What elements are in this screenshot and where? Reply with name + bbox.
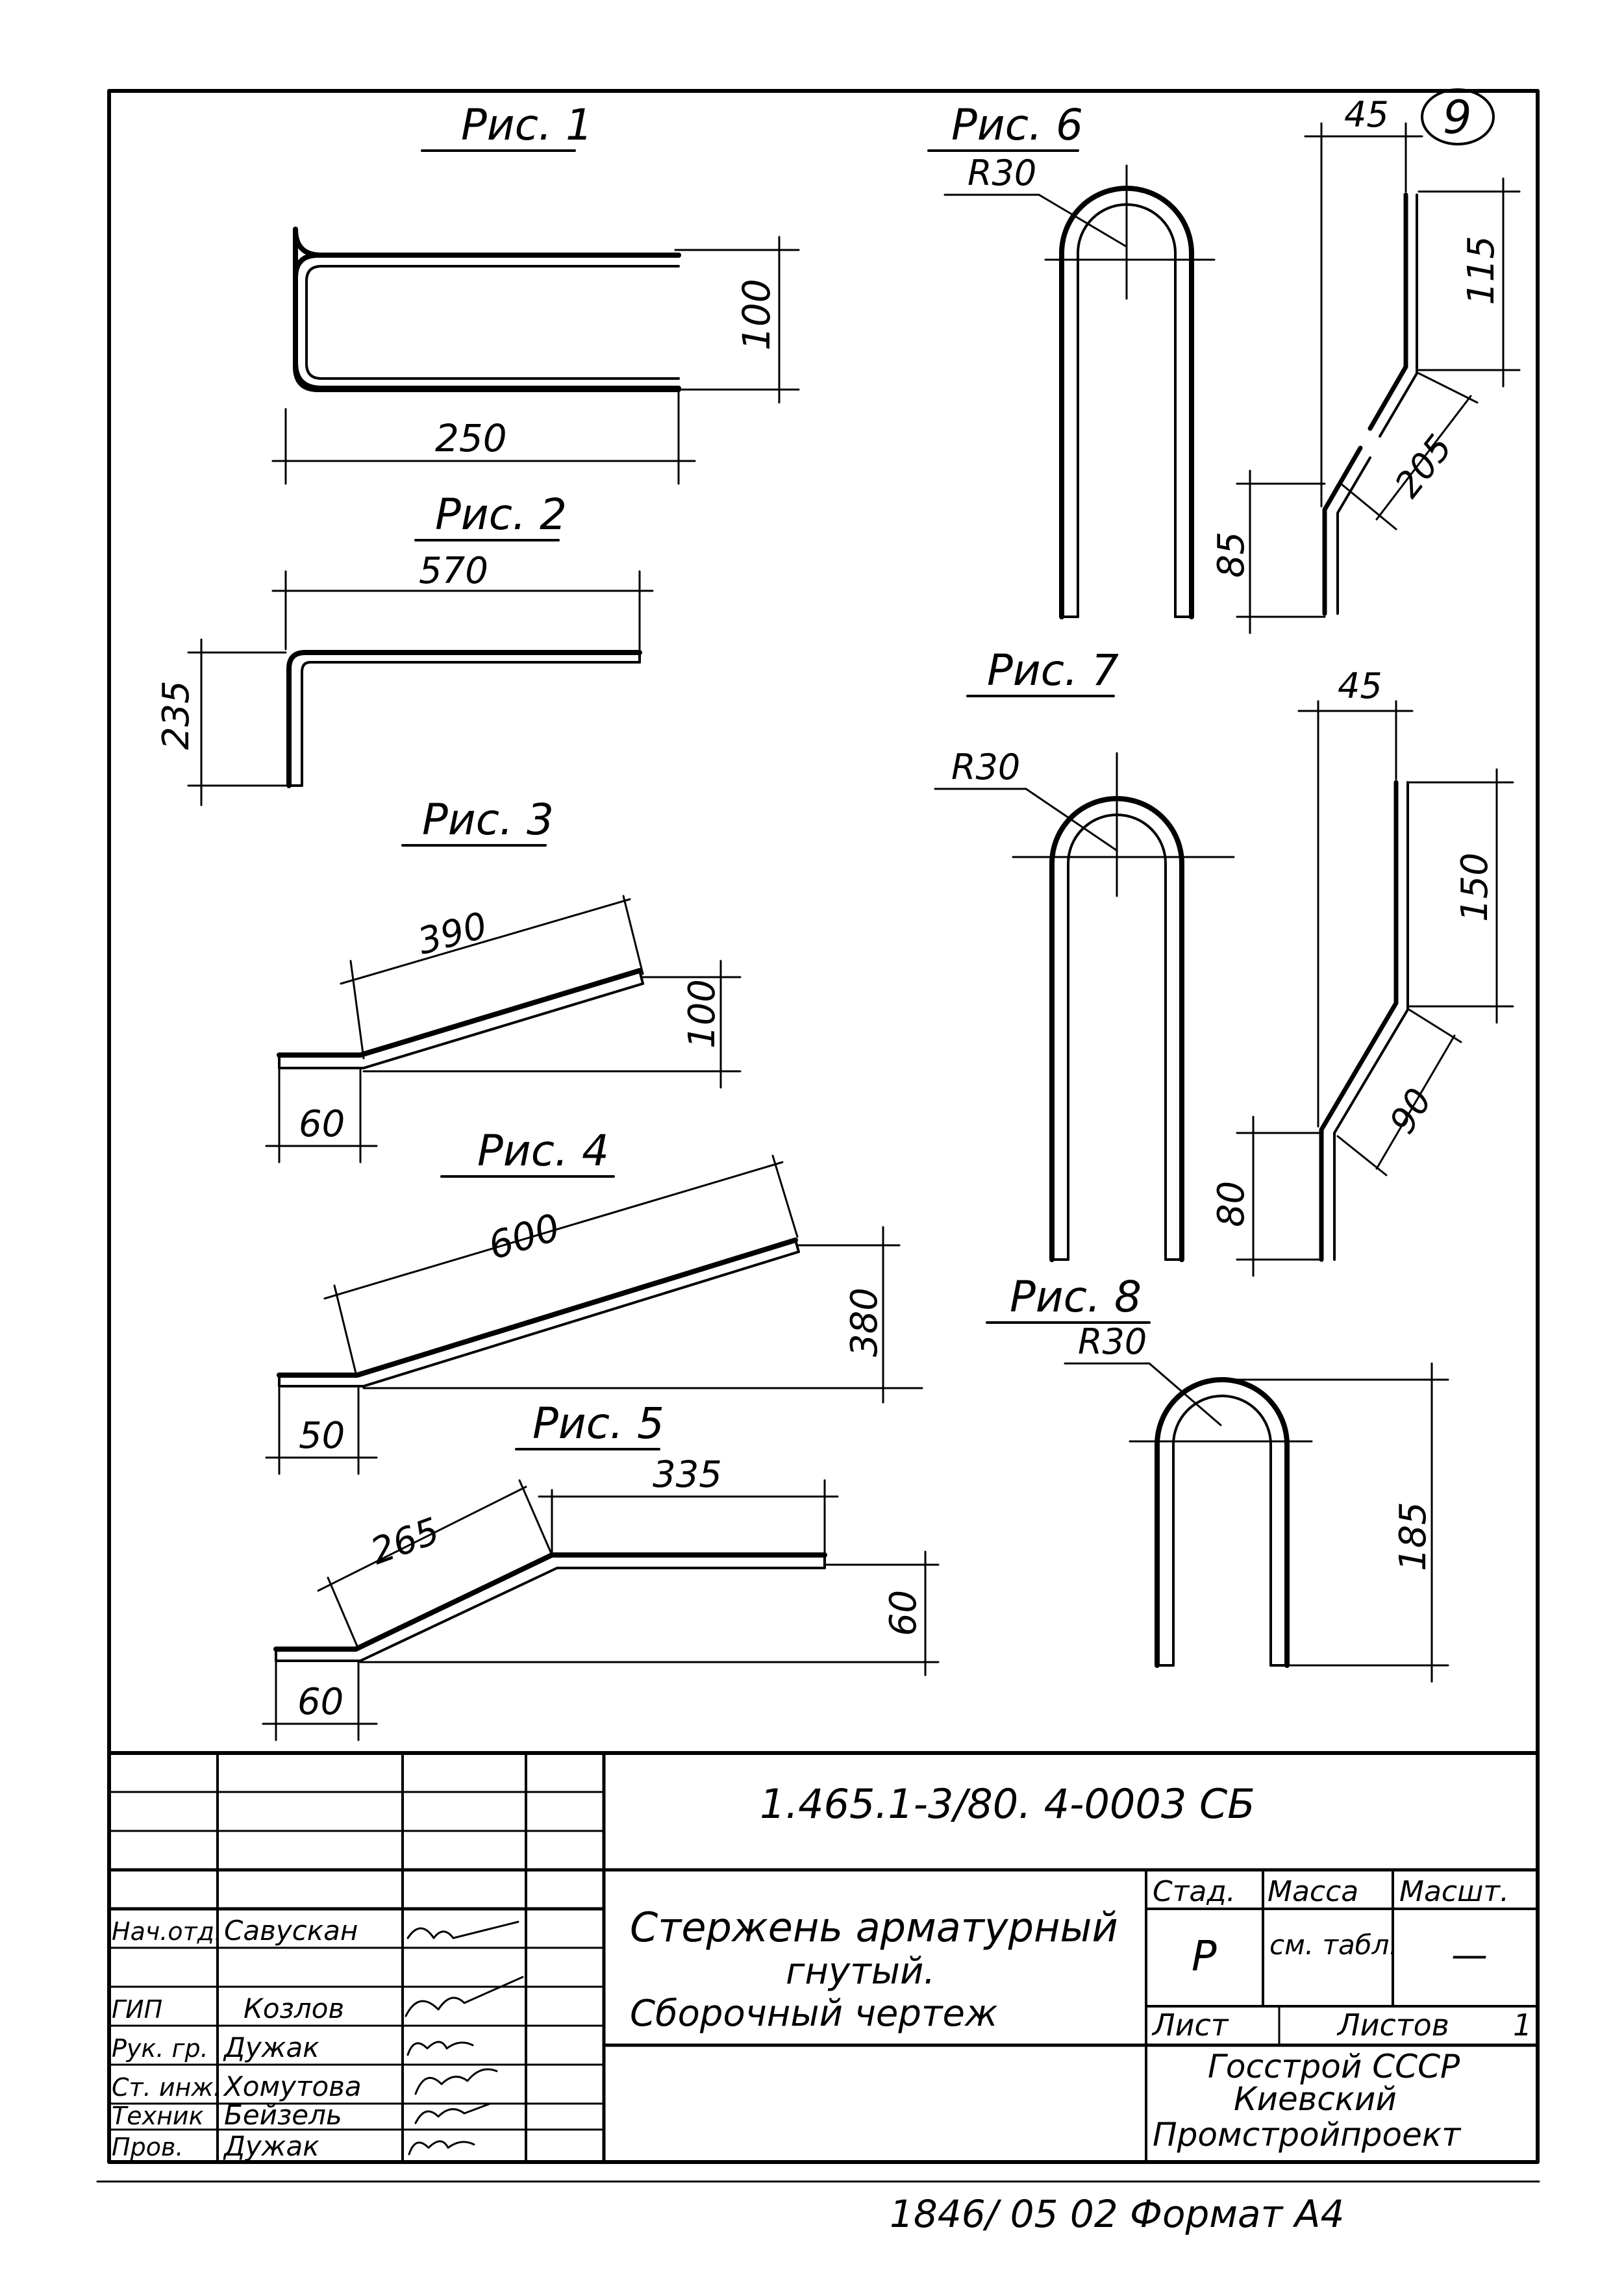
signature-role: Ст. инж. [112, 2073, 221, 2102]
fig7-dim-slope: 90 [1382, 1081, 1440, 1141]
fig3-dim-slope: 390 [414, 904, 492, 963]
fig4-title: Рис. 4 [477, 1126, 609, 1176]
title-block: 1.465.1-3/80. 4-0003 СБ Стержень арматур… [107, 1751, 1540, 2164]
fig2-title: Рис. 2 [435, 490, 567, 540]
fig6: Рис. 6 R30 45 115 205 85 [927, 94, 1521, 634]
fig2-dim-height: 235 [155, 680, 197, 750]
signature-name: Савускан [224, 1915, 358, 1946]
sheets-label: Листов [1336, 2008, 1449, 2043]
signature-role: Рук. гр. [112, 2034, 208, 2063]
fig5-dim-top: 335 [653, 1454, 722, 1496]
scale-header: Масшт. [1399, 1875, 1509, 1908]
fig4: Рис. 4 600 380 50 [265, 1126, 923, 1475]
drawing-title-line-3: Сборочный чертеж [630, 1993, 997, 2035]
mass-header: Масса [1268, 1875, 1358, 1908]
fig5-dim-height: 60 [882, 1590, 925, 1636]
mass-value: см. табл. [1269, 1929, 1398, 1961]
drawing-title-line-2: гнутый. [786, 1950, 935, 1993]
fig8-radius: R30 [1078, 1321, 1147, 1362]
fig3: Рис. 3 390 100 60 [265, 795, 742, 1163]
fig6-dim-offset: 45 [1344, 94, 1389, 135]
fig1: Рис. 1 100 250 [271, 100, 800, 485]
stage-header: Стад. [1153, 1875, 1236, 1908]
signature-role: Нач.отд. [112, 1917, 222, 1946]
fig7-radius: R30 [951, 747, 1020, 788]
signature-name: Бейзель [224, 2099, 342, 2131]
fig3-dim-flat: 60 [299, 1103, 345, 1145]
fig6-title: Рис. 6 [951, 100, 1083, 150]
fig6-dim-bottom: 85 [1210, 532, 1253, 578]
stage-value: Р [1192, 1933, 1217, 1981]
signature-row: Пров. Дужак [112, 2130, 475, 2162]
footer-text: 1846/ 05 02 Формат А4 [890, 2192, 1344, 2236]
fig5-title: Рис. 5 [532, 1399, 664, 1449]
fig3-title: Рис. 3 [422, 795, 554, 845]
fig4-dim-flat: 50 [299, 1415, 345, 1457]
signature-name: Дужак [223, 2130, 319, 2162]
fig1-title: Рис. 1 [461, 100, 593, 150]
sheet-number-text: 9 [1443, 91, 1472, 144]
signature-row: Ст. инж. Хомутова [112, 2068, 498, 2102]
fig2-dim-length: 570 [419, 550, 488, 592]
fig6-dim-slope: 205 [1387, 427, 1460, 505]
fig7-dim-offset: 45 [1338, 665, 1382, 706]
fig7: Рис. 7 R30 45 150 90 80 [934, 645, 1514, 1277]
signature-role: Пров. [112, 2133, 183, 2161]
fig5: Рис. 5 265 335 60 60 [262, 1399, 940, 1741]
signature-name: Хомутова [223, 2070, 362, 2102]
sheet-frame [96, 89, 1540, 2183]
fig6-radius: R30 [968, 153, 1036, 193]
fig7-dim-bottom: 80 [1210, 1181, 1253, 1227]
drawing-title-line-1: Стержень арматурный [630, 1904, 1118, 1951]
sheet-number: 9 [1421, 88, 1495, 145]
fig4-dim-slope: 600 [483, 1205, 565, 1268]
signature-name: Дужак [223, 2032, 319, 2063]
doc-code: 1.465.1-3/80. 4-0003 СБ [760, 1780, 1255, 1828]
fig8-dim-height: 185 [1392, 1502, 1434, 1571]
signature-role: ГИП [112, 1995, 162, 2024]
fig1-dim-height: 100 [734, 279, 779, 351]
organization-line-1: Госстрой СССР [1208, 2048, 1460, 2085]
organization-line-2: Киевский [1234, 2080, 1397, 2118]
scale-value: — [1451, 1934, 1488, 1976]
sheets-value: 1 [1513, 2008, 1532, 2043]
fig5-dim-flat: 60 [297, 1681, 344, 1723]
fig7-dim-top: 150 [1454, 852, 1496, 922]
fig4-dim-height: 380 [843, 1287, 886, 1357]
fig3-dim-height: 100 [681, 979, 723, 1049]
signature-row: ГИП Козлов [112, 1976, 524, 2024]
fig5-dim-slope: 265 [366, 1510, 445, 1574]
fig1-dim-length: 250 [435, 416, 507, 460]
fig8-title: Рис. 8 [1010, 1272, 1142, 1322]
fig7-title: Рис. 7 [987, 645, 1119, 695]
signature-role: Техник [112, 2102, 204, 2130]
signature-name: Козлов [244, 1993, 344, 2024]
signature-row: Нач.отд. Савускан [112, 1915, 519, 1946]
sheet-label: Лист [1151, 2008, 1229, 2043]
signature-row: Техник Бейзель [112, 2099, 492, 2131]
signature-row: Рук. гр. Дужак [112, 2032, 474, 2063]
fig8: Рис. 8 R30 185 [986, 1272, 1449, 1683]
fig2: Рис. 2 570 235 [155, 490, 654, 806]
fig6-dim-top: 115 [1460, 236, 1503, 305]
organization-line-3: Промстройпроект [1153, 2116, 1462, 2154]
